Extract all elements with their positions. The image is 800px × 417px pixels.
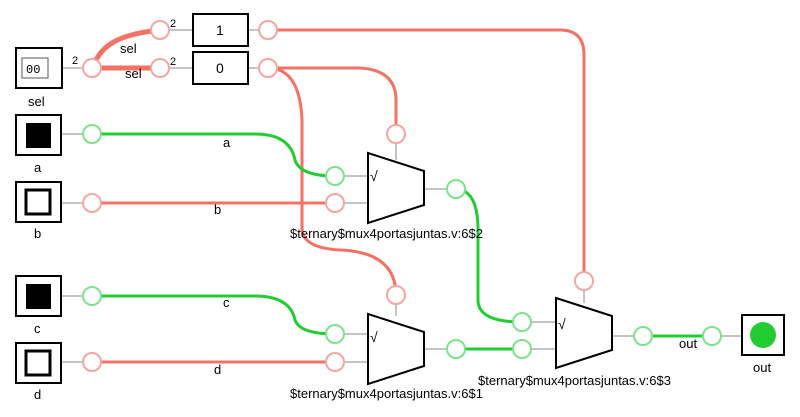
port-const-1-out[interactable] bbox=[258, 20, 278, 40]
port-out-in[interactable] bbox=[702, 326, 722, 346]
port-mux2-out[interactable] bbox=[446, 339, 466, 359]
switch-off-square bbox=[24, 349, 52, 377]
input-label-b: b bbox=[34, 226, 41, 241]
port-b-out[interactable] bbox=[82, 193, 102, 213]
constant-1[interactable]: 1 bbox=[192, 13, 249, 47]
wire-label-out: out bbox=[679, 336, 697, 351]
output-label-out: out bbox=[753, 360, 771, 375]
port-stubs bbox=[62, 29, 742, 363]
wire-label-d: d bbox=[214, 362, 221, 377]
bus-width-sel-bottom: 2 bbox=[170, 56, 176, 68]
constant-0-value: 0 bbox=[216, 60, 224, 76]
wire-c bbox=[92, 294, 336, 336]
switch-on-square bbox=[26, 284, 51, 309]
mux-2-label: $ternary$mux4portasjuntas.v:6$1 bbox=[290, 386, 483, 401]
input-sel[interactable]: 00 sel bbox=[15, 47, 63, 109]
port-mux2-select[interactable] bbox=[386, 285, 406, 305]
input-c[interactable]: c bbox=[15, 275, 62, 336]
input-a[interactable]: a bbox=[15, 114, 62, 175]
led-on-indicator bbox=[750, 322, 776, 348]
wire-label-c: c bbox=[223, 295, 230, 310]
wire-mux1-out bbox=[455, 187, 523, 324]
wire-label-a: a bbox=[223, 135, 231, 150]
wire-const-0-to-mux2 bbox=[269, 66, 398, 295]
port-mux1-out[interactable] bbox=[446, 179, 466, 199]
output-led: out bbox=[741, 314, 785, 375]
wire-label-sel-bottom: sel bbox=[125, 66, 142, 81]
port-mux1-in-b[interactable] bbox=[325, 193, 345, 213]
port-mux2-in-d[interactable] bbox=[325, 352, 345, 372]
input-label-c: c bbox=[34, 321, 41, 336]
ports bbox=[82, 20, 722, 372]
mux-1[interactable]: √ $ternary$mux4portasjuntas.v:6$2 bbox=[290, 151, 483, 241]
port-sel-split-top[interactable] bbox=[150, 20, 170, 40]
mux-2-symbol: √ bbox=[370, 329, 378, 345]
port-sel-split-bottom[interactable] bbox=[150, 58, 170, 78]
port-a-out[interactable] bbox=[82, 124, 102, 144]
constant-0[interactable]: 0 bbox=[192, 51, 249, 85]
bus-width-sel-top: 2 bbox=[170, 18, 176, 30]
port-mux1-in-a[interactable] bbox=[325, 166, 345, 186]
port-sel-out[interactable] bbox=[82, 58, 102, 78]
wire-const-0-to-mux1 bbox=[270, 66, 398, 133]
switch-off-square bbox=[24, 188, 52, 216]
input-label-sel: sel bbox=[28, 94, 45, 109]
port-mux2-in-c[interactable] bbox=[325, 324, 345, 344]
wire-const-1-out bbox=[270, 28, 586, 280]
mux-3-symbol: √ bbox=[558, 316, 566, 332]
mux-3[interactable]: √ $ternary$mux4portasjuntas.v:6$3 bbox=[478, 296, 671, 388]
mux-1-label: $ternary$mux4portasjuntas.v:6$2 bbox=[290, 226, 483, 241]
port-d-out[interactable] bbox=[82, 352, 102, 372]
mux-3-label: $ternary$mux4portasjuntas.v:6$3 bbox=[478, 373, 671, 388]
port-mux3-select[interactable] bbox=[574, 271, 594, 291]
input-d[interactable]: d bbox=[15, 342, 62, 402]
port-const-0-out[interactable] bbox=[258, 58, 278, 78]
port-mux1-select[interactable] bbox=[386, 124, 406, 144]
input-b[interactable]: b bbox=[15, 181, 62, 241]
wires bbox=[62, 27, 742, 364]
mux-2[interactable]: √ $ternary$mux4portasjuntas.v:6$1 bbox=[290, 312, 483, 401]
constant-1-value: 1 bbox=[216, 22, 224, 38]
wire-a bbox=[92, 132, 336, 178]
port-mux3-out[interactable] bbox=[633, 326, 653, 346]
input-label-a: a bbox=[34, 160, 42, 175]
input-label-d: d bbox=[34, 387, 41, 402]
mux-1-symbol: √ bbox=[370, 168, 378, 184]
wire-label-sel-top: sel bbox=[120, 41, 137, 56]
bus-width-sel-in: 2 bbox=[72, 55, 78, 67]
wire-label-b: b bbox=[214, 202, 221, 217]
switch-on-square bbox=[26, 123, 51, 148]
port-mux3-in-2[interactable] bbox=[512, 339, 532, 359]
port-c-out[interactable] bbox=[82, 286, 102, 306]
sel-value-display: 00 bbox=[26, 63, 40, 77]
port-mux3-in-1[interactable] bbox=[512, 312, 532, 332]
wire-labels: 2 2 2 sel sel a b c d out bbox=[72, 18, 697, 377]
